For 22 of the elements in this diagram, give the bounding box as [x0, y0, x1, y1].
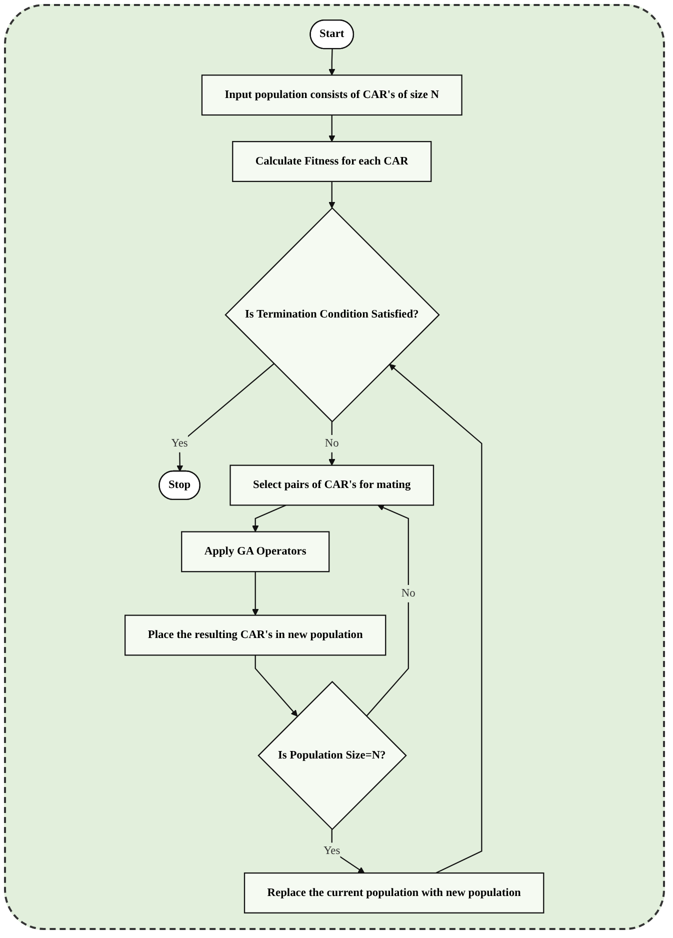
node-box: Place the resulting CAR's in new population	[124, 614, 386, 656]
arrow	[252, 504, 286, 532]
arrow	[366, 504, 409, 717]
arrow	[252, 572, 258, 616]
node-box: Replace the current population with new population	[244, 872, 544, 914]
node-box: Calculate Fitness for each CAR	[232, 141, 432, 182]
node-box: Input population consists of CAR's of size N	[201, 74, 462, 116]
arrow	[176, 363, 274, 472]
arrow	[388, 364, 482, 874]
arrow	[254, 655, 298, 717]
node-box: Apply GA Operators	[180, 531, 330, 572]
arrow	[330, 829, 364, 874]
arrow	[328, 181, 335, 208]
edge-label: Yes	[323, 844, 340, 858]
arrow	[328, 115, 335, 142]
node-diamond: Is Termination Condition Satisfied?	[224, 207, 440, 422]
edge-label: No	[401, 587, 416, 600]
edge-label: Yes	[170, 437, 188, 450]
node-diamond: Is Population Size=N?	[257, 680, 407, 830]
edge-label: No	[324, 437, 338, 450]
arrow	[328, 48, 335, 76]
node-box: Select pairs of CAR's for mating	[229, 464, 434, 506]
